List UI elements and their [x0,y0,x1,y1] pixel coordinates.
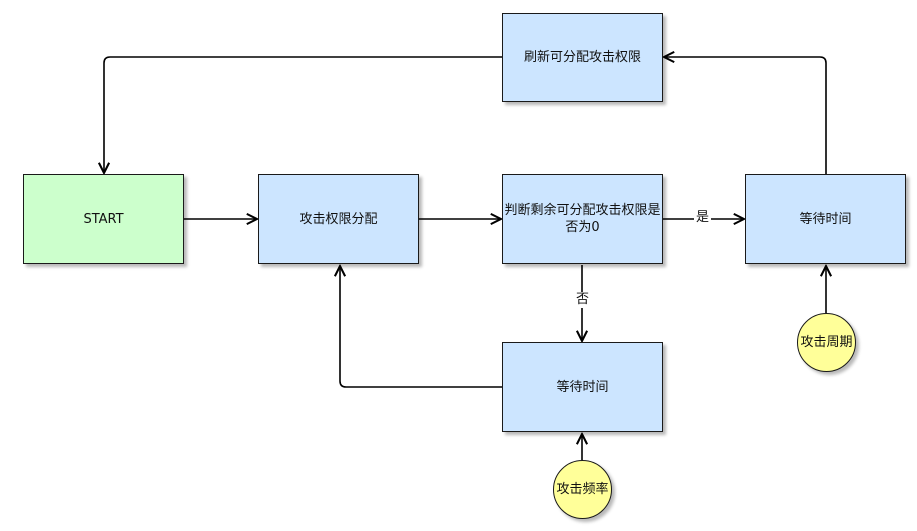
check-remaining-permission-label: 判断剩余可分配攻击权限是否为0 [504,203,661,235]
edge-label-yes: 是 [694,210,712,226]
attack-permission-allocate-node: 攻击权限分配 [258,174,419,264]
wait-time-right-label: 等待时间 [799,211,852,227]
wait-time-bottom-node: 等待时间 [502,342,663,432]
wait-time-bottom-label: 等待时间 [556,379,609,395]
attack-period-node: 攻击周期 [797,313,856,372]
start-node: START [23,174,184,264]
attack-period-label: 攻击周期 [800,335,853,350]
check-remaining-permission-node: 判断剩余可分配攻击权限是否为0 [502,174,663,264]
edge-wait-right-to-refresh [664,57,827,174]
start-label: START [83,211,124,227]
edge-wait-bottom-to-allocate [340,266,502,388]
edge-refresh-to-start [104,56,502,173]
attack-frequency-label: 攻击频率 [556,482,609,497]
refresh-attack-permission-label: 刷新可分配攻击权限 [523,50,641,65]
wait-time-right-node: 等待时间 [745,174,906,264]
refresh-attack-permission-node: 刷新可分配攻击权限 [502,13,663,102]
attack-permission-allocate-label: 攻击权限分配 [299,211,378,227]
edge-label-no: 否 [574,292,592,308]
attack-frequency-node: 攻击频率 [553,460,612,519]
